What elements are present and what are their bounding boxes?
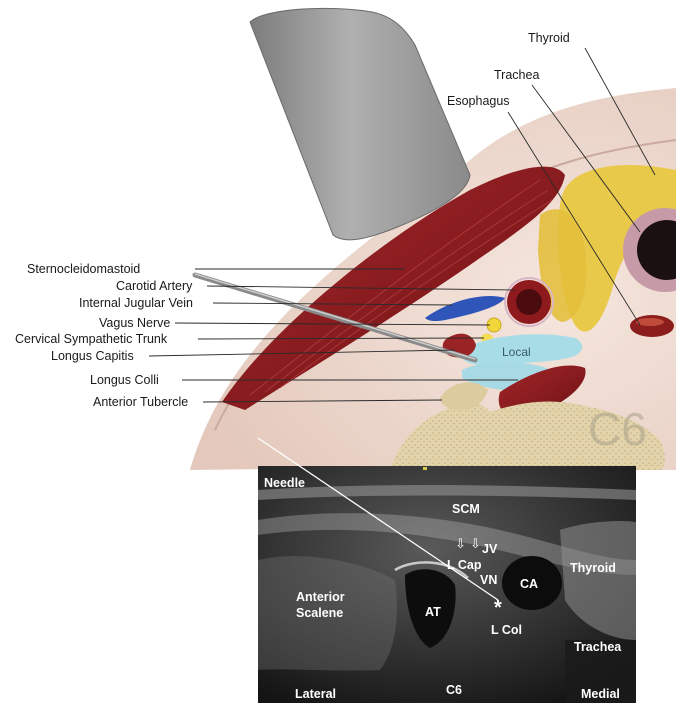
label-sternocleidomastoid: Sternocleidomastoid: [27, 262, 140, 276]
us-label-lateral: Lateral: [295, 687, 336, 701]
us-label-jv: JV: [482, 542, 498, 556]
label-esophagus: Esophagus: [447, 94, 510, 108]
us-label-thyroid: Thyroid: [570, 561, 616, 575]
us-label-c6: C6: [446, 683, 462, 697]
us-label-ca: CA: [520, 577, 538, 591]
label-cervical-sympathetic-trunk: Cervical Sympathetic Trunk: [15, 332, 168, 346]
label-longus-capitis: Longus Capitis: [51, 349, 134, 363]
vertebra-label: C6: [588, 403, 647, 455]
label-trachea: Trachea: [494, 68, 539, 82]
local-label: Local: [502, 345, 531, 359]
label-longus-colli: Longus Colli: [90, 373, 159, 387]
us-label-at: AT: [425, 605, 441, 619]
carotid-lumen: [516, 289, 542, 315]
us-label-anterior: Anterior: [296, 590, 345, 604]
us-label-l-col: L Col: [491, 623, 522, 637]
us-label-l-cap: L Cap: [447, 558, 482, 572]
us-orientation-marker: [423, 467, 427, 470]
ultrasound-panel: ⇩ ⇩ Needle SCM JV L Cap VN CA Thyroid An…: [258, 438, 636, 703]
label-internal-jugular-vein: Internal Jugular Vein: [79, 296, 193, 310]
label-carotid-artery: Carotid Artery: [116, 279, 193, 293]
us-label-needle: Needle: [264, 476, 305, 490]
us-label-vn: VN: [480, 573, 497, 587]
us-label-medial: Medial: [581, 687, 620, 701]
arrow-icons: ⇩ ⇩: [455, 537, 481, 552]
label-anterior-tubercle: Anterior Tubercle: [93, 395, 188, 409]
us-label-trachea: Trachea: [574, 640, 622, 654]
us-label-scalene: Scalene: [296, 606, 343, 620]
label-vagus-nerve: Vagus Nerve: [99, 316, 170, 330]
ultrasound-probe: [250, 8, 470, 239]
us-label-scm: SCM: [452, 502, 480, 516]
label-thyroid: Thyroid: [528, 31, 570, 45]
us-label-asterisk: *: [494, 597, 502, 619]
